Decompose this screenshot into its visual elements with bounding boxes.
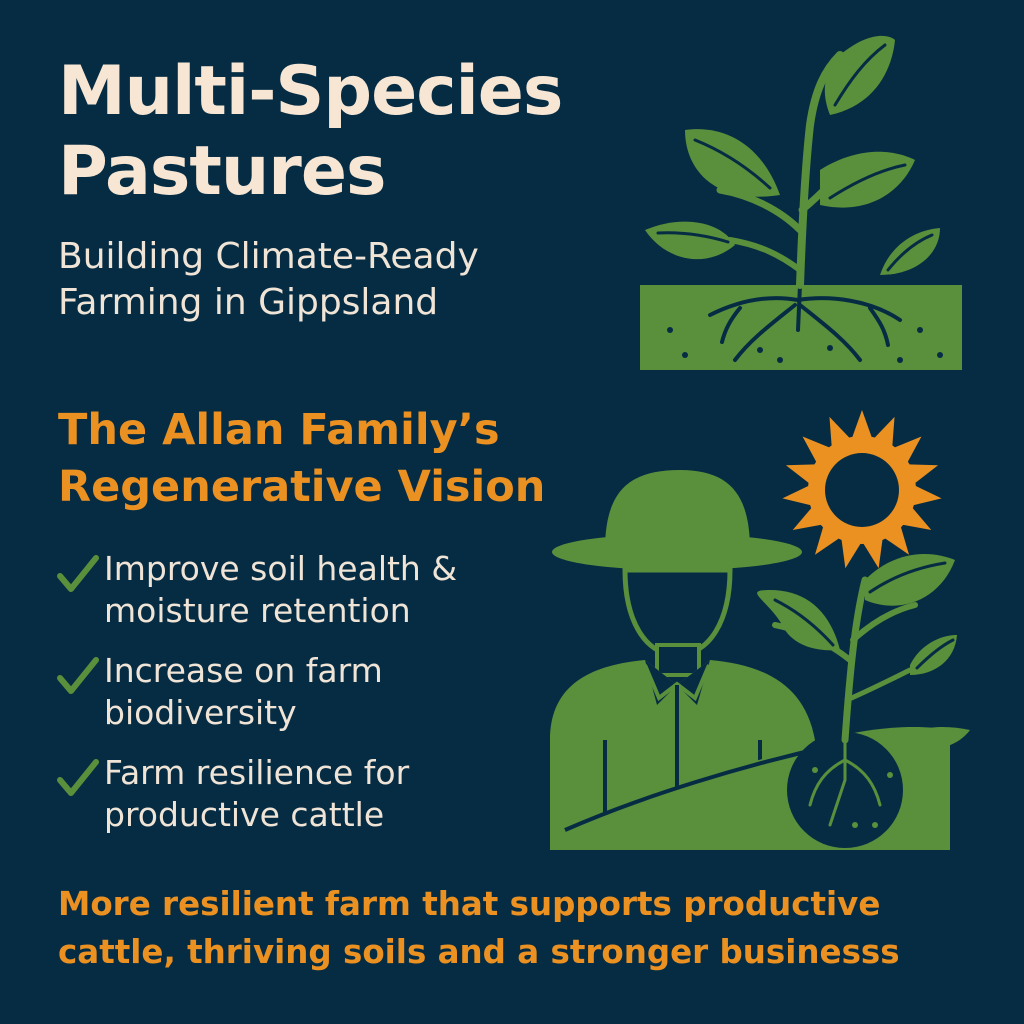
sun-icon — [782, 410, 942, 569]
page-title: Multi-Species Pastures — [58, 52, 563, 211]
goal-item: Farm resilience for productive cattle — [56, 752, 516, 836]
goals-list: Improve soil health & moisture retention… — [56, 548, 516, 854]
seedling-icon — [640, 35, 962, 370]
goal-item: Increase on farm biodiversity — [56, 650, 516, 734]
check-icon — [57, 759, 99, 796]
goal-text: Increase on farm biodiversity — [104, 651, 383, 732]
subtitle: Building Climate-Ready Farming in Gippsl… — [58, 236, 479, 323]
goal-item: Improve soil health & moisture retention — [56, 548, 516, 632]
goal-text: Improve soil health & moisture retention — [104, 549, 458, 630]
check-icon — [57, 555, 99, 592]
tagline: More resilient farm that supports produc… — [58, 885, 900, 971]
vision-heading: The Allan Family’s Regenerative Vision — [58, 405, 546, 512]
check-icon — [57, 657, 99, 694]
farmer-icon — [550, 470, 970, 850]
goal-text: Farm resilience for productive cattle — [104, 753, 410, 834]
